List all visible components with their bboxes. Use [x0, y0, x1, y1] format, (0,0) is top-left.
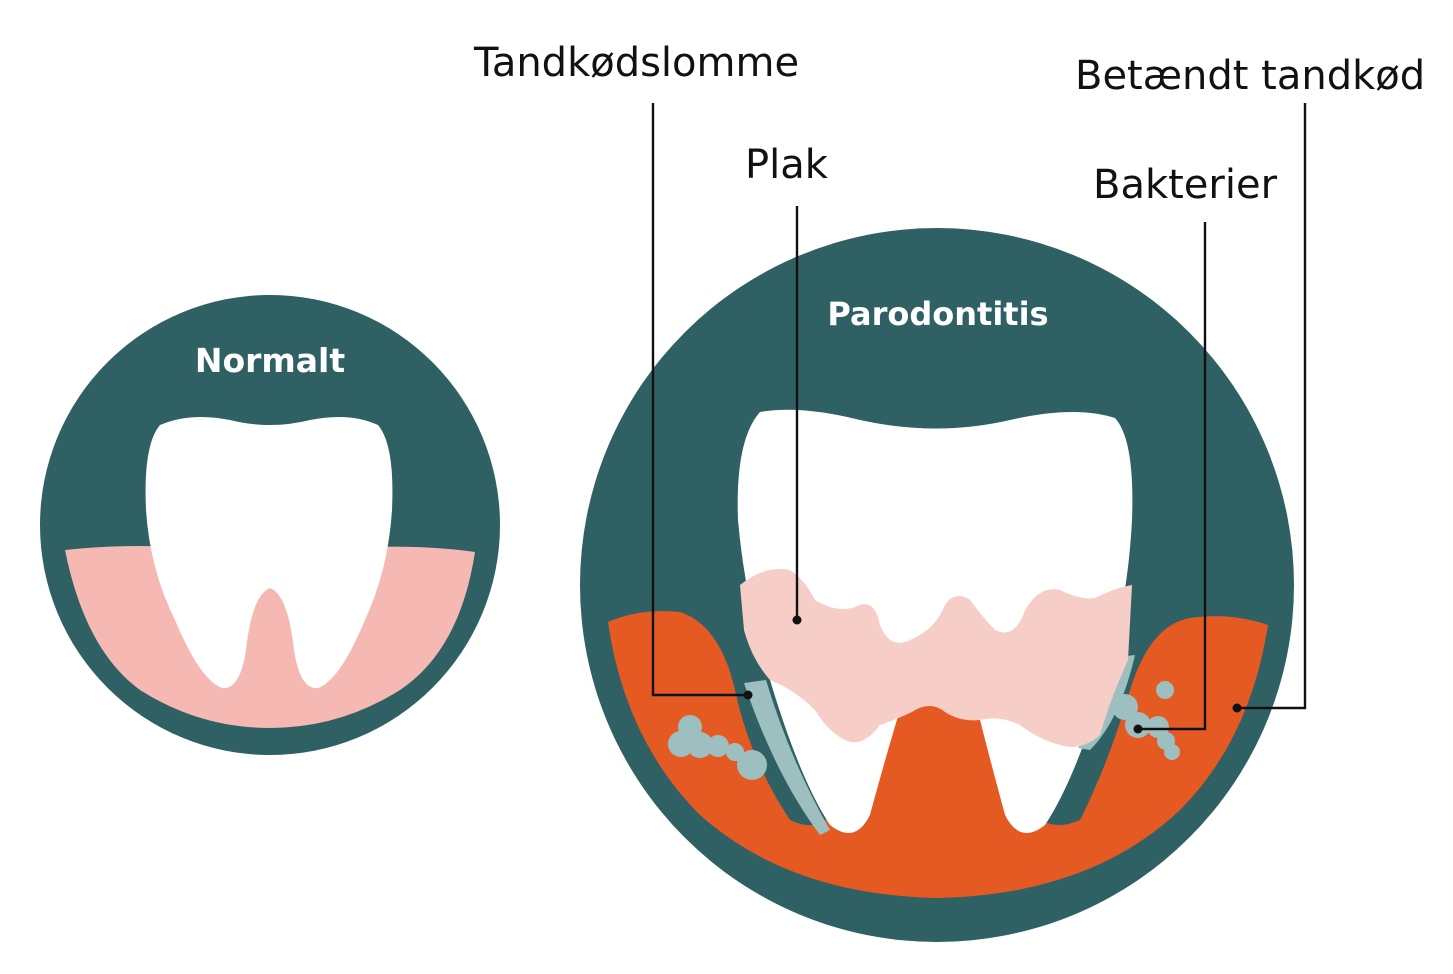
label-bacteria-text: Bakterier	[1093, 162, 1278, 208]
normal-title: Normalt	[195, 341, 346, 380]
leader-line-bacteria	[1138, 222, 1207, 731]
leader-line-inflamed-gum	[1237, 103, 1307, 710]
label-plaque: Plak	[745, 142, 829, 625]
normal-tooth	[145, 416, 393, 689]
leader-line-pocket	[651, 103, 748, 697]
label-inflamed-gum: Betændt tandkød	[1075, 53, 1425, 713]
interradicular-gum	[835, 680, 1040, 840]
label-plaque-text: Plak	[745, 142, 829, 188]
leader-dot-bacteria	[1133, 724, 1143, 734]
left-gum-pocket	[744, 680, 830, 835]
normal-panel: Normalt	[40, 295, 500, 755]
leader-dot-plaque	[792, 615, 802, 625]
label-pocket-text: Tandkødslomme	[473, 40, 799, 86]
leader-dot-inflamed-gum	[1232, 703, 1242, 713]
leader-dot-pocket	[743, 690, 753, 700]
periodontitis-title: Parodontitis	[827, 295, 1048, 333]
periodontitis-panel: Parodontitis	[580, 228, 1294, 942]
label-pocket: Tandkødslomme	[473, 40, 799, 700]
label-bacteria: Bakterier	[1093, 162, 1278, 734]
bacteria-cluster-right	[1112, 681, 1180, 760]
label-inflamed-gum-text: Betændt tandkød	[1075, 53, 1425, 99]
bacteria-cluster-left	[668, 715, 767, 780]
plaque	[740, 569, 1132, 748]
